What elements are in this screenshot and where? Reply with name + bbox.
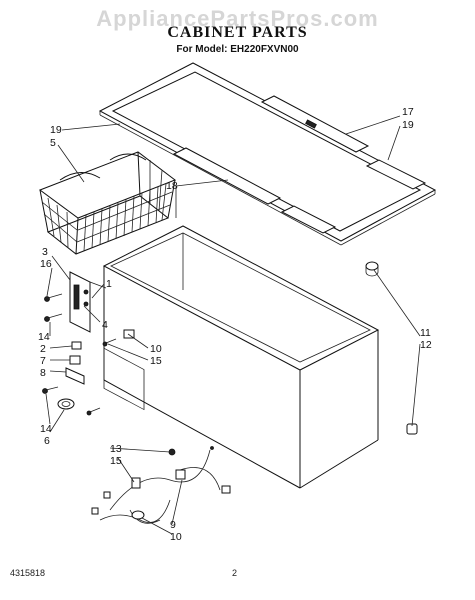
wire-harness [91, 448, 231, 524]
callout-7-bracket: 7 [40, 355, 46, 367]
callout-9-harness: 9 [170, 519, 176, 531]
callout-5-basket: 5 [50, 137, 56, 149]
breaker-strips [172, 95, 427, 234]
callout-19-lid: 19 [50, 124, 62, 136]
doc-number: 4315818 [10, 568, 46, 578]
watermark: AppliancePartsPros.com [96, 6, 379, 31]
light-switch-parts [86, 329, 135, 416]
callout-labels: 19 5 17 19 18 3 16 1 14 2 7 8 4 10 15 11… [38, 106, 432, 543]
leader-lines [45, 115, 421, 535]
callout-12-bumper: 12 [420, 339, 432, 351]
callout-8-bracket: 8 [40, 367, 46, 379]
lid-bumpers [365, 261, 418, 435]
callout-11-bumper: 11 [420, 327, 431, 339]
callout-13-harness: 13 [110, 443, 122, 455]
callout-16-screw: 16 [40, 258, 52, 270]
page-title: CABINET PARTS [167, 24, 308, 41]
callout-3-hinge: 3 [42, 246, 48, 258]
wire-basket [38, 151, 177, 255]
cabinet-body [102, 225, 380, 489]
model-line: For Model: EH220FXVN00 [176, 44, 299, 55]
callout-2-bracket: 2 [40, 343, 46, 355]
callout-14-lower: 14 [40, 423, 52, 435]
callout-15-screw: 15 [150, 355, 162, 367]
callout-17: 17 [402, 106, 414, 118]
callout-15-lower: 15 [110, 455, 122, 467]
callout-18-strip: 18 [166, 180, 178, 192]
lid-gasket-frame [98, 62, 437, 246]
page-number: 2 [232, 568, 238, 578]
callout-10-switch: 10 [150, 343, 162, 355]
hinge-assembly [42, 271, 107, 410]
callout-4-hinge: 4 [102, 319, 108, 331]
callout-10-lower: 10 [170, 531, 182, 543]
callout-6-grommet: 6 [44, 435, 50, 447]
callout-19-frame: 19 [402, 119, 414, 131]
callout-1-hinge: 1 [106, 278, 112, 290]
callout-14-screw: 14 [38, 331, 50, 343]
